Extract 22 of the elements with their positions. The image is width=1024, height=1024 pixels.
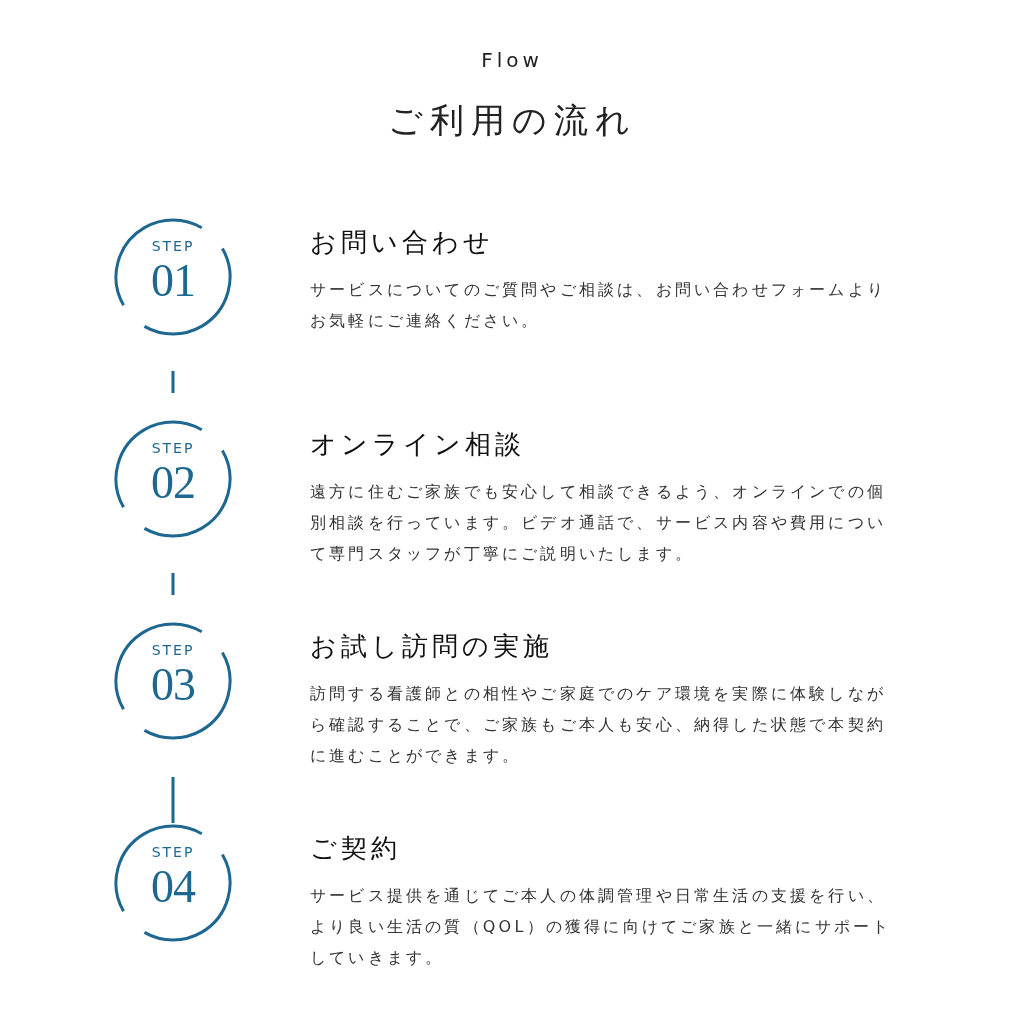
step-description: サービス提供を通じてご本人の体調管理や日常生活の支援を行い、より良い生活の質（QOL）の獲得に向けてご家族と一緒にサポートしていきます。 [310,885,893,969]
step-circle [114,824,232,942]
step-description: サービスについてのご質問やご相談は、お問い合わせフォームよりお気軽にご連絡ください。 [310,279,887,332]
step-label: STEP [150,844,196,860]
step-circle [114,420,232,538]
step-circle [114,622,232,740]
step-number: 01 [150,254,196,307]
step-circle [114,218,232,336]
step-label: STEP [150,642,196,658]
step-label: STEP [150,238,196,254]
step-heading: ご契約 [310,832,401,865]
section-label: Flow [480,48,544,72]
step-description: 訪問する看護師との相性やご家庭でのケア環境を実際に体験しながら確認することで、ご家族もご本人も安心、納得した状態で本契約に進むことができます。 [310,683,887,767]
step-label: STEP [150,440,196,456]
step-description: 遠方に住むご家族でも安心して相談できるよう、オンラインでの個別相談を行っています。ビデオ通話で、サービス内容や費用について専門スタッフが丁寧にご説明いたします。 [310,481,887,565]
step-number: 02 [150,456,196,509]
step-heading: お問い合わせ [310,226,494,259]
step-heading: お試し訪問の実施 [310,630,553,663]
step-number: 04 [150,860,197,913]
page-title: ご利用の流れ [386,99,638,142]
step-heading: オンライン相談 [310,428,525,461]
step-number: 03 [150,658,196,711]
